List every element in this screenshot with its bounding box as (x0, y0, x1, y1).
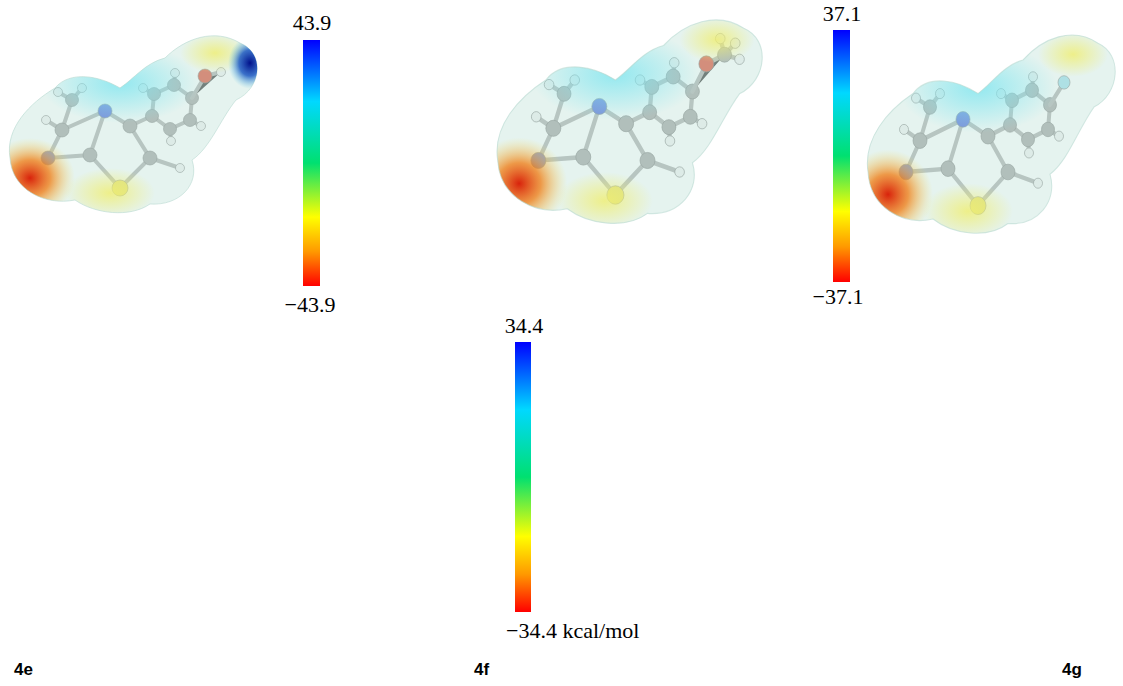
scale-min: −43.9 (285, 292, 336, 317)
scale-max: 37.1 (823, 1, 862, 26)
color-scale-bar (515, 342, 531, 612)
figure-label: 4g (1062, 660, 1082, 680)
scale-max: 34.4 (505, 313, 544, 338)
color-scale-bar (833, 30, 850, 282)
figure-label: 4e (14, 660, 33, 680)
figure-label: 4f (474, 660, 489, 680)
mep-map (0, 8, 272, 223)
mep-map (843, 4, 1123, 245)
color-scale-bar (303, 40, 320, 286)
scale-min: −34.4 kcal/mol (506, 618, 639, 643)
scale-max: 43.9 (293, 10, 332, 35)
scale-min: −37.1 (813, 284, 864, 309)
mep-map (471, 0, 776, 235)
